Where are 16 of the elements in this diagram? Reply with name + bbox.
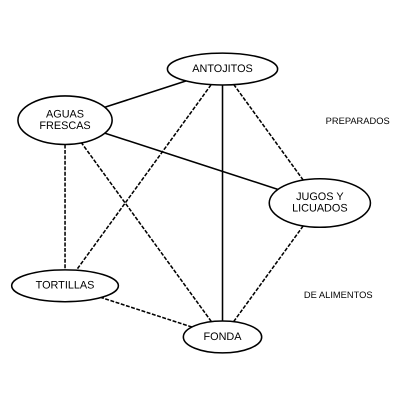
connector: [104, 132, 278, 190]
connector: [100, 296, 192, 328]
connector: [104, 80, 186, 108]
node-ellipse: ANTOJITOS: [166, 52, 278, 86]
node-ellipse: TORTILLAS: [10, 268, 120, 302]
connector: [80, 142, 212, 322]
label: DE ALIMENTOS: [304, 289, 373, 300]
connector: [76, 84, 212, 270]
connector: [64, 144, 66, 270]
connector: [233, 84, 304, 180]
node-ellipse: JUGOS Y LICUADOS: [268, 177, 372, 228]
node-ellipse: FONDA: [182, 320, 262, 354]
connector: [233, 225, 304, 322]
connector: [222, 84, 224, 320]
node-ellipse: AGUAS FRESCAS: [17, 94, 113, 145]
label: PREPARADOS: [326, 115, 390, 126]
